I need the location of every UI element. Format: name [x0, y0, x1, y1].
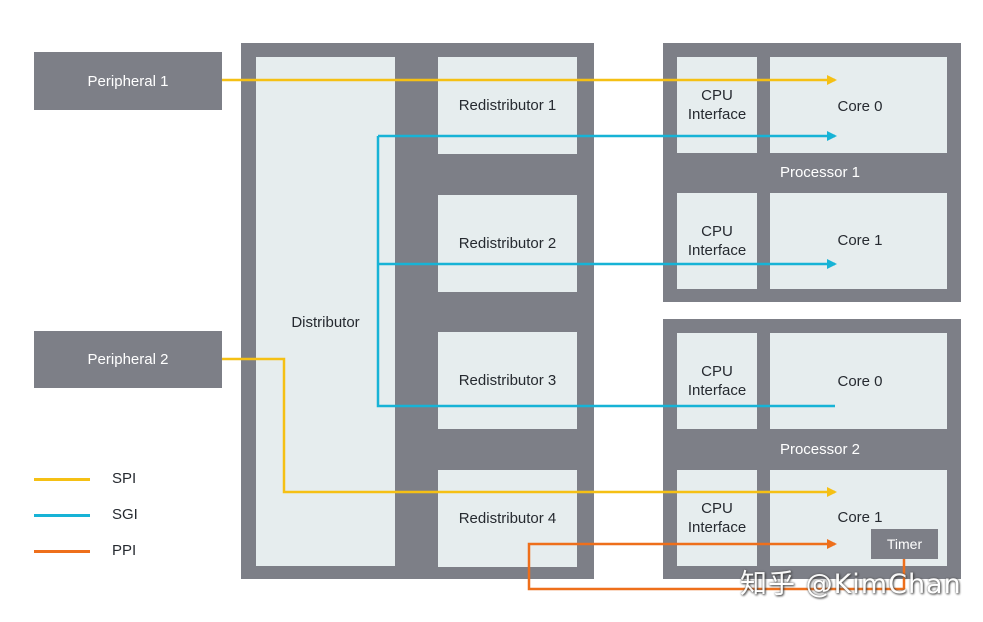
spi-line-peripheral-2 — [222, 357, 837, 497]
peripheral-1-label: Peripheral 1 — [87, 72, 169, 90]
core-label: Core 0 — [837, 372, 883, 390]
legend-spi-label: SPI — [112, 470, 137, 487]
processor-2-core-0: Core 0 — [770, 333, 947, 429]
redistributor-1-block: Redistributor 1 — [438, 57, 577, 154]
peripheral-2-label: Peripheral 2 — [87, 351, 169, 368]
processor-1-core-1: Core 1 — [770, 193, 947, 289]
redistributor-2-label: Redistributor 2 — [458, 234, 557, 252]
cpu-interface-label: CPU Interface — [687, 223, 747, 259]
legend-sgi: SGI — [34, 505, 154, 525]
cpu-interface-label: CPU Interface — [687, 363, 747, 399]
processor-1-label: Processor 1 — [779, 163, 861, 181]
peripheral-2-block: Peripheral 2 — [34, 331, 222, 388]
legend-spi-swatch — [34, 478, 90, 481]
legend-ppi-label: PPI — [112, 542, 137, 559]
redistributor-4-block: Redistributor 4 — [438, 470, 577, 567]
processor-2-cpu-interface-0: CPU Interface — [677, 333, 757, 429]
ppi-line-timer — [527, 539, 906, 591]
redistributor-2-block: Redistributor 2 — [438, 195, 577, 292]
processor-1-cpu-interface-1: CPU Interface — [677, 193, 757, 289]
legend-ppi: PPI — [34, 541, 154, 561]
processor-2-cpu-interface-1: CPU Interface — [677, 470, 757, 566]
distributor-label: Distributor — [291, 313, 360, 331]
legend-ppi-swatch — [34, 550, 90, 553]
legend-sgi-swatch — [34, 514, 90, 517]
redistributor-4-label: Redistributor 4 — [458, 509, 557, 527]
core-label: Core 0 — [837, 97, 883, 115]
legend-spi: SPI — [34, 469, 154, 489]
redistributor-1-label: Redistributor 1 — [458, 96, 557, 114]
redistributor-3-block: Redistributor 3 — [438, 332, 577, 429]
core-label: Core 1 — [837, 231, 883, 249]
sgi-line-source — [376, 136, 835, 408]
timer-block: Timer — [871, 529, 938, 559]
redistributor-3-label: Redistributor 3 — [458, 371, 557, 389]
distributor-block: Distributor — [256, 57, 395, 566]
cpu-interface-label: CPU Interface — [687, 87, 747, 123]
peripheral-1-block: Peripheral 1 — [34, 52, 222, 110]
legend-sgi-label: SGI — [112, 506, 138, 523]
watermark: 知乎 @KimChan — [740, 569, 962, 600]
cpu-interface-label: CPU Interface — [687, 500, 747, 536]
processor-2-label: Processor 2 — [779, 440, 861, 458]
timer-label: Timer — [886, 535, 923, 552]
gic-block: Distributor Redistributor 1 Redistributo… — [241, 43, 594, 579]
processor-1-block: CPU Interface Core 0 Processor 1 CPU Int… — [663, 43, 961, 302]
core-label: Core 1 — [837, 508, 883, 526]
